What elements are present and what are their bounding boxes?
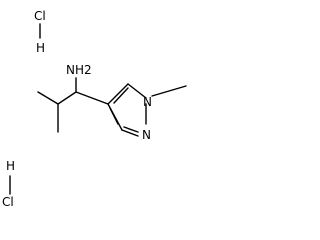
hcl-top-h-label: H [36, 41, 45, 55]
ring-bond-n2-c3-double [123, 126, 139, 133]
ring-bond-c5-n1 [127, 83, 147, 99]
hcl-bottom-h-label: H [6, 159, 15, 173]
bond-isopropyl-methyl-left [37, 91, 59, 105]
ring-bond-c4-c5-double [113, 87, 129, 104]
hcl-top-cl-label: Cl [34, 9, 46, 23]
ring-bond-n2-c3 [121, 129, 139, 137]
bond-chiral-c-to-pyrazole-c4 [75, 91, 109, 105]
ring-bond-c3-c4-inner [109, 107, 119, 125]
pyrazole-n-ring-label: N [142, 128, 151, 142]
ring-bond-c4-c5 [107, 83, 129, 105]
hcl-bottom-cl-label: Cl [2, 195, 14, 209]
bond-n1-to-methyl [151, 85, 187, 97]
amine-nh2-label: NH2 [66, 63, 92, 77]
structure-diagram: Cl H NH2 N N H Cl [2, 9, 187, 209]
bond-chiral-c-to-isopropyl-ch [57, 91, 77, 105]
pyrazole-n-methyl-label: N [143, 95, 152, 109]
